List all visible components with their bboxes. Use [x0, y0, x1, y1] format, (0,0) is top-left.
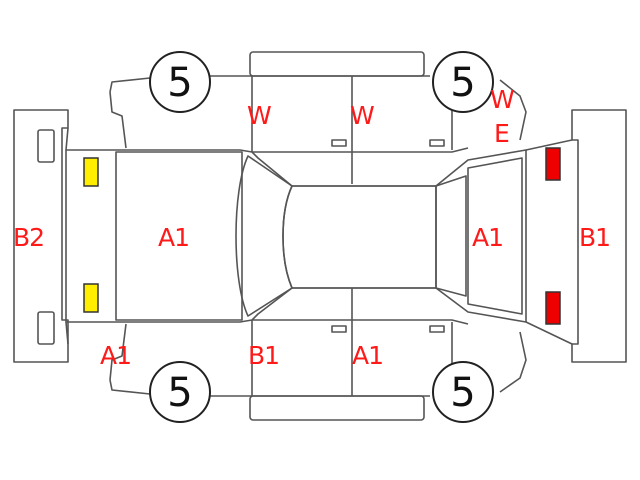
label-rear-left-quarter: A1: [100, 341, 131, 370]
rear-light-top: [83, 157, 99, 187]
label-bottom-left-door: B1: [248, 341, 279, 370]
label-trunk: A1: [158, 223, 189, 252]
roof-panel: [282, 185, 437, 289]
tire-front-right: 5: [432, 361, 494, 423]
windshield: [435, 175, 467, 297]
rear-bumper: [13, 109, 69, 363]
rear-light-bottom: [83, 283, 99, 313]
front-light-bottom: [545, 291, 561, 325]
label-hood: A1: [472, 223, 503, 252]
car-side-bottom: [109, 288, 527, 397]
tire-rear-right: 5: [149, 361, 211, 423]
tire-rear-left-value: 5: [167, 60, 192, 106]
trunk-panel: [115, 151, 243, 321]
roof-strip-bottom: [249, 395, 425, 421]
car-body: [65, 127, 573, 345]
label-front-bumper: B1: [579, 223, 610, 252]
car-side-top: [109, 75, 527, 184]
tire-rear-right-value: 5: [167, 370, 192, 416]
label-top-right-door: W: [350, 101, 375, 130]
label-rear-bumper: B2: [13, 223, 44, 252]
roof-strip-top: [249, 51, 425, 77]
label-front-fender-top-2: E: [494, 119, 510, 148]
tire-front-right-value: 5: [450, 370, 475, 416]
front-light-top: [545, 147, 561, 181]
label-bottom-right-door: A1: [352, 341, 383, 370]
tire-front-left-value: 5: [450, 60, 475, 106]
hood-panel: [467, 157, 523, 315]
label-front-fender-top-1: W: [490, 85, 515, 114]
tire-front-left: 5: [432, 51, 494, 113]
label-top-left-door: W: [247, 101, 272, 130]
tire-rear-left: 5: [149, 51, 211, 113]
